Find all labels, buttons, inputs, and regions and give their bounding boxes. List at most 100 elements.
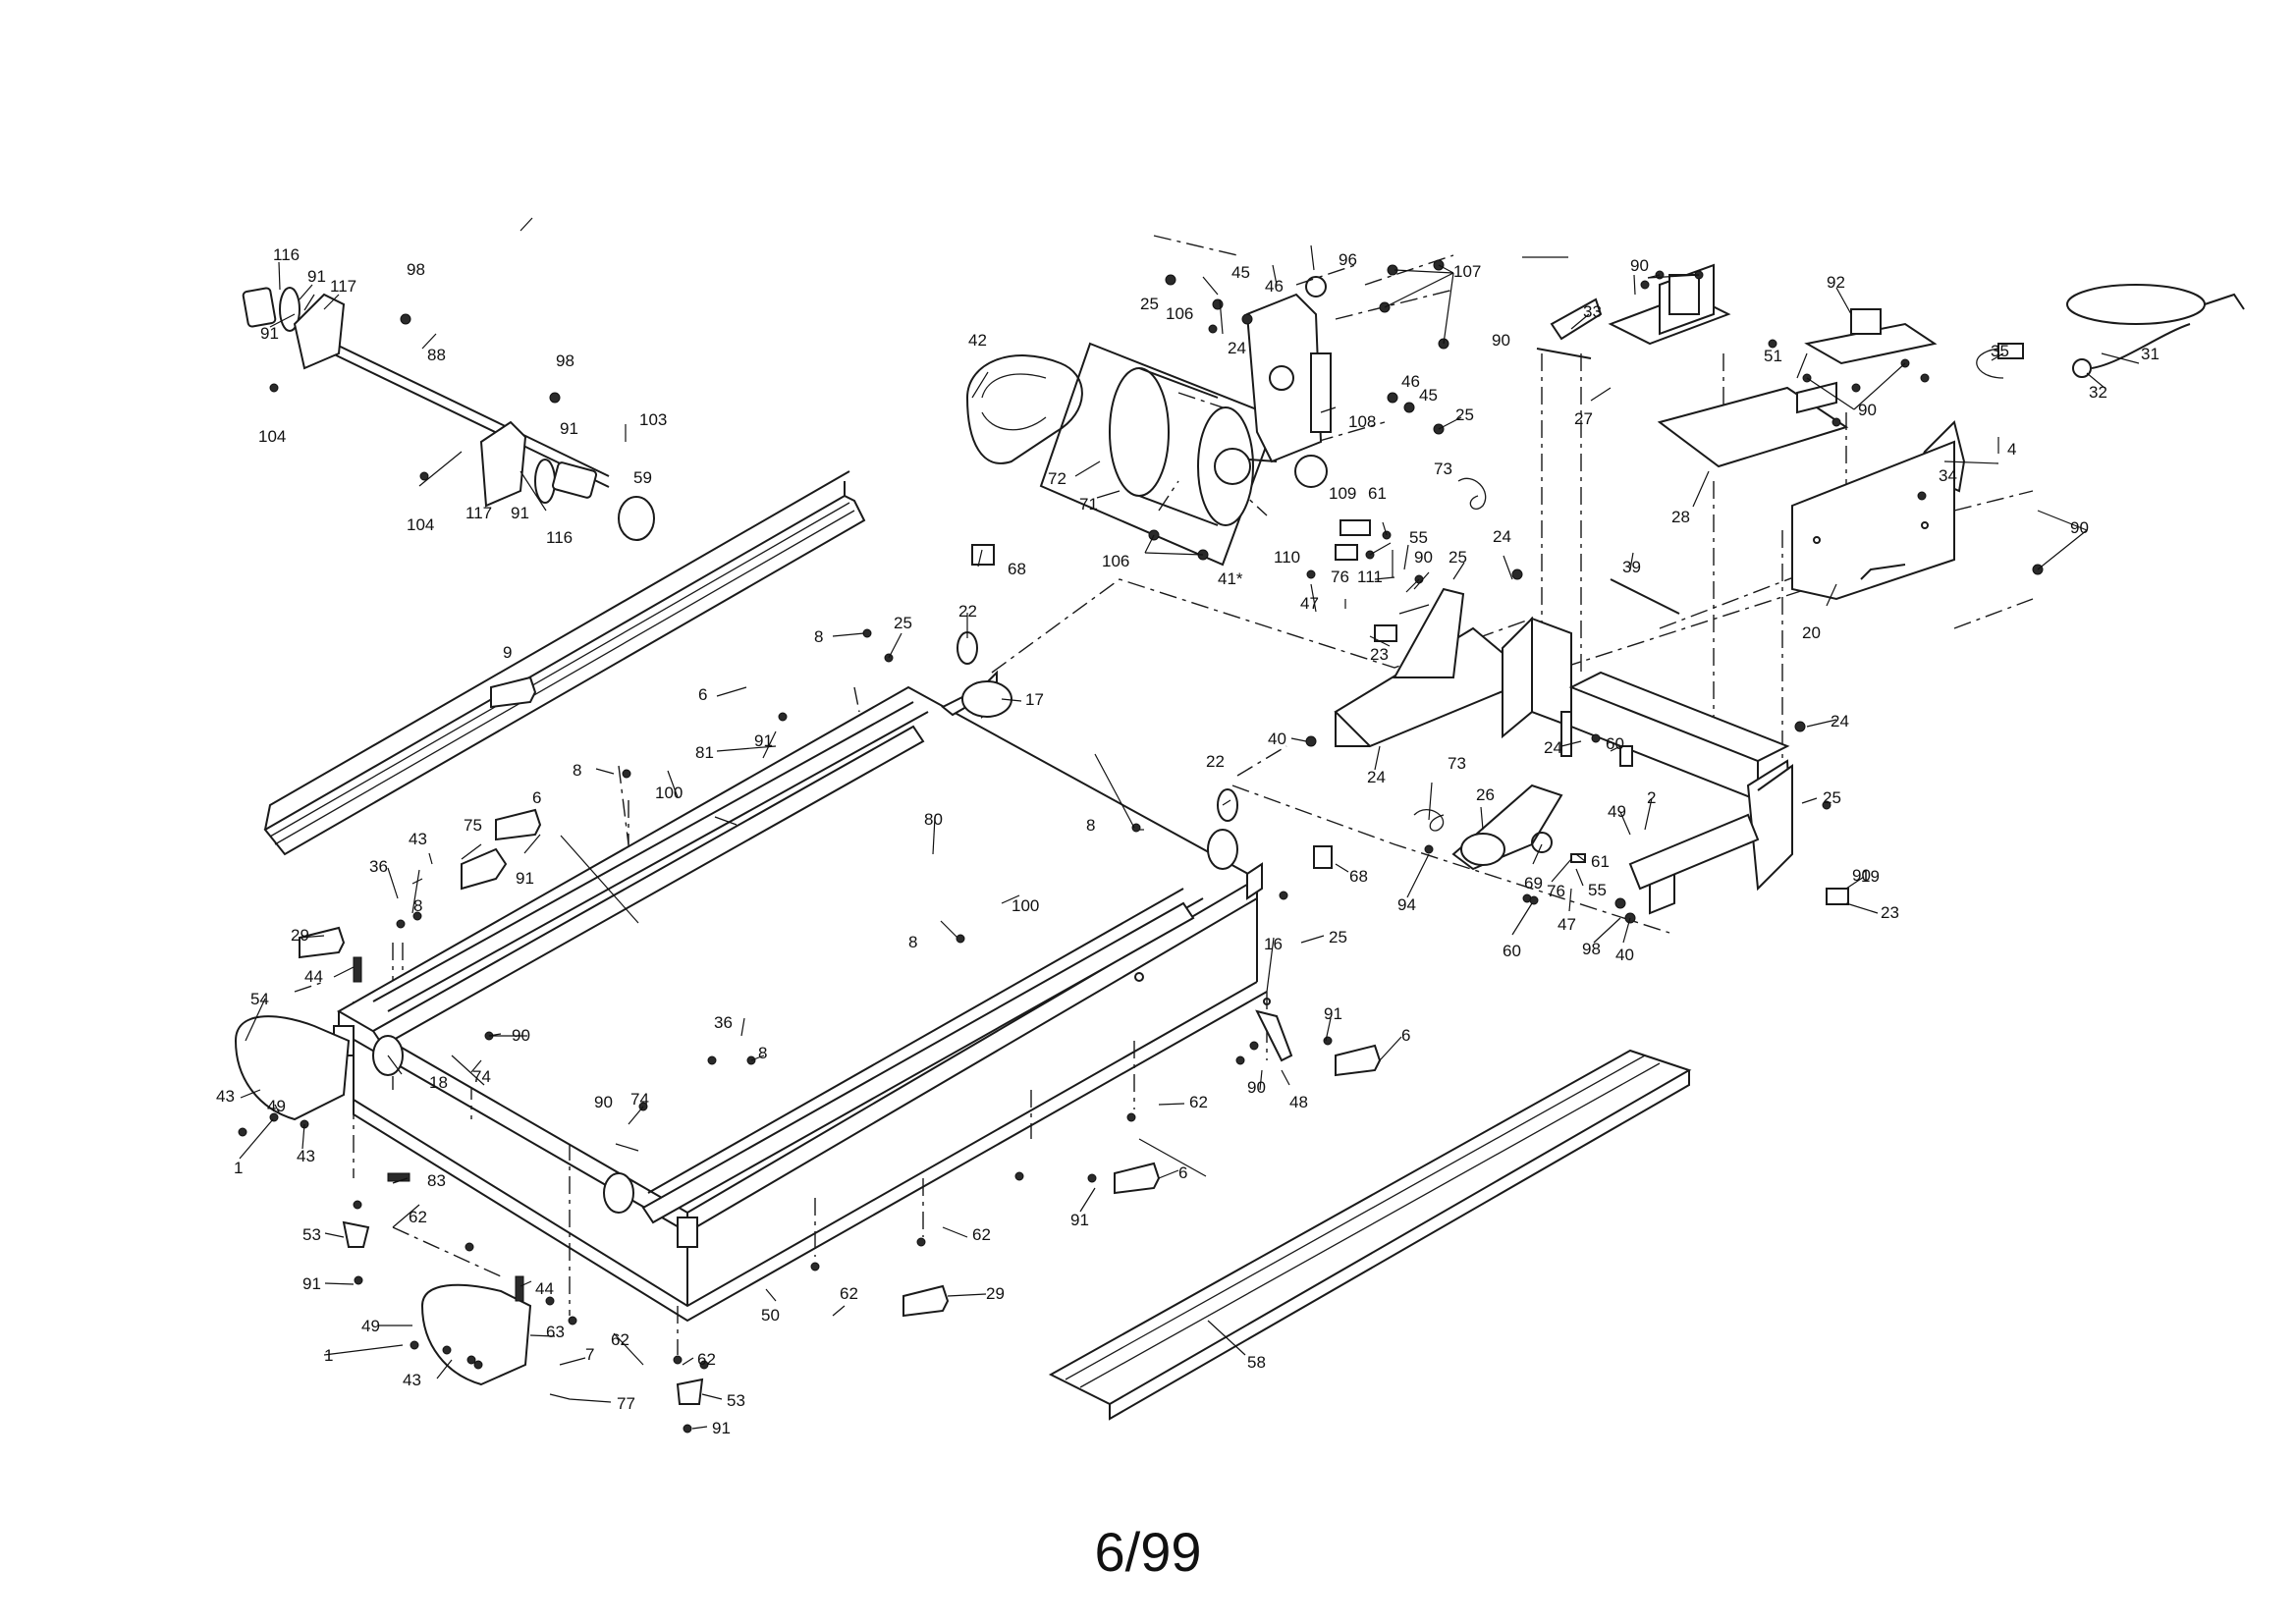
part-label: 6 (1401, 1026, 1410, 1045)
part-label: 90 (2070, 518, 2089, 537)
part-label: 60 (1606, 734, 1624, 753)
part-label: 91 (560, 419, 578, 438)
part-label: 104 (407, 515, 434, 534)
part-label: 90 (512, 1026, 530, 1045)
axle-assembly (242, 287, 655, 541)
part-label: 31 (2141, 345, 2159, 363)
part-label: 24 (1544, 738, 1562, 757)
part-label: 68 (1008, 560, 1026, 578)
part-label: 24 (1228, 339, 1246, 357)
part-label: 23 (1370, 645, 1389, 664)
part-label: 24 (1367, 768, 1386, 786)
part-label: 91 (307, 267, 326, 286)
label-leaders (239, 217, 2140, 1430)
part-label: 36 (714, 1013, 733, 1032)
date-code: 6/99 (1094, 1521, 1202, 1583)
part-label: 53 (302, 1225, 321, 1244)
part-label: 18 (429, 1073, 448, 1092)
part-label: 68 (1349, 867, 1368, 886)
part-label: 4 (2007, 440, 2016, 459)
part-label: 62 (840, 1284, 858, 1303)
part-label: 51 (1764, 347, 1782, 365)
part-label: 62 (1189, 1093, 1208, 1111)
end-caps-and-pads (234, 676, 1382, 1434)
part-label: 69 (1524, 874, 1543, 893)
part-label: 40 (1268, 730, 1286, 748)
part-label: 108 (1348, 412, 1376, 431)
part-label: 91 (260, 324, 279, 343)
part-label: 35 (1991, 342, 2009, 360)
part-label: 24 (1831, 712, 1849, 730)
part-label: 55 (1409, 528, 1428, 547)
part-label: 55 (1588, 881, 1607, 899)
part-label: 48 (1289, 1093, 1308, 1111)
part-label: 90 (1247, 1078, 1266, 1097)
part-label: 111 (1357, 568, 1383, 586)
part-label: 72 (1048, 469, 1066, 488)
part-label: 74 (630, 1090, 649, 1109)
part-label: 92 (1827, 273, 1845, 292)
part-label: 46 (1401, 372, 1420, 391)
part-label: 49 (267, 1097, 286, 1115)
part-label: 96 (1339, 250, 1357, 269)
part-label: 6 (698, 685, 707, 704)
part-labels: 116 91 117 98 91 104 88 98 91 103 104 11… (216, 245, 2159, 1437)
part-label: 73 (1434, 460, 1452, 478)
part-label: 23 (1881, 903, 1899, 922)
part-label: 39 (1622, 558, 1641, 576)
part-label: 47 (1558, 915, 1576, 934)
part-label: 25 (1449, 548, 1467, 567)
part-label: 8 (758, 1044, 767, 1062)
part-label: 34 (1939, 466, 1957, 485)
part-label: 45 (1419, 386, 1438, 405)
deck-frame (333, 544, 1333, 1323)
part-label: 100 (655, 784, 683, 802)
part-label: 20 (1802, 623, 1821, 642)
part-label: 98 (556, 352, 574, 370)
part-label: 44 (304, 967, 323, 986)
part-label: 1 (324, 1346, 333, 1365)
part-label: 45 (1231, 263, 1250, 282)
part-label: 91 (516, 869, 534, 888)
part-label: 90 (1492, 331, 1510, 350)
part-label: 74 (472, 1067, 491, 1086)
part-label: 43 (216, 1087, 235, 1106)
part-label: 91 (1324, 1004, 1342, 1023)
part-label: 22 (1206, 752, 1225, 771)
motor-hood (1791, 440, 2044, 601)
part-label: 88 (427, 346, 446, 364)
part-label: 27 (1574, 409, 1593, 428)
part-label: 90 (1858, 401, 1877, 419)
part-label: 107 (1453, 262, 1481, 281)
part-label: 43 (409, 830, 427, 848)
part-label: 46 (1265, 277, 1284, 296)
part-label: 91 (712, 1419, 731, 1437)
part-label: 61 (1368, 484, 1387, 503)
part-label: 33 (1583, 302, 1602, 321)
part-label: 81 (695, 743, 714, 762)
part-label: 104 (258, 427, 286, 446)
part-label: 83 (427, 1171, 446, 1190)
part-label: 28 (1671, 508, 1690, 526)
part-label: 76 (1547, 882, 1565, 900)
part-label: 6 (1178, 1163, 1187, 1182)
part-label: 91 (1070, 1211, 1089, 1229)
part-label: 19 (1861, 867, 1880, 886)
part-label: 25 (1140, 295, 1159, 313)
part-label: 17 (1025, 690, 1044, 709)
part-label: 25 (1823, 788, 1841, 807)
part-label: 90 (1852, 866, 1871, 885)
part-label: 26 (1476, 785, 1495, 804)
part-label: 7 (585, 1345, 594, 1364)
part-label: 62 (697, 1350, 716, 1369)
part-label: 103 (639, 410, 667, 429)
part-label: 59 (633, 468, 652, 487)
part-label: 2 (1647, 788, 1656, 807)
part-label: 40 (1615, 946, 1634, 964)
part-label: 63 (546, 1323, 565, 1341)
part-label: 24 (1493, 527, 1511, 546)
part-label: 90 (594, 1093, 613, 1111)
part-label: 49 (361, 1317, 380, 1335)
part-label: 43 (403, 1371, 421, 1389)
